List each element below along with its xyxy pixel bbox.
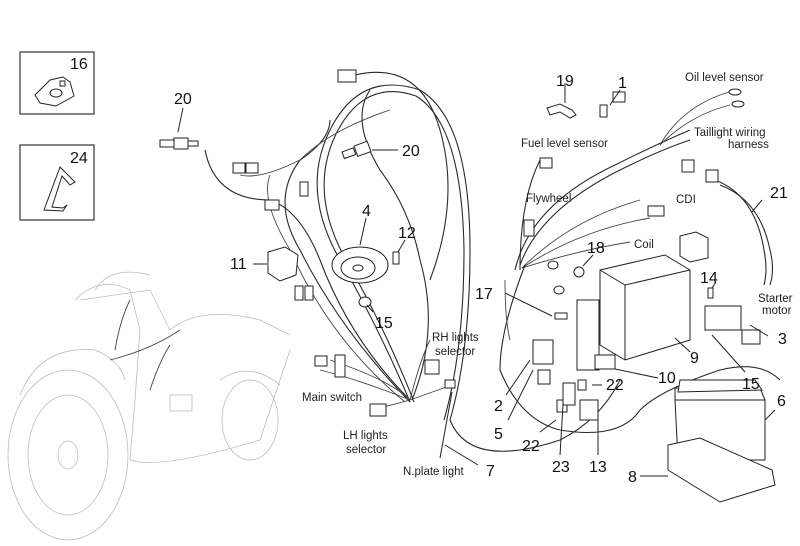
leader-lines	[177, 83, 776, 477]
label-oil-level-sensor: Oil level sensor	[685, 72, 764, 84]
part-4-horn	[331, 246, 389, 284]
cable-clip-icon	[43, 166, 76, 212]
part-number-8: 8	[628, 469, 637, 486]
part-number-10: 10	[658, 370, 676, 387]
part-17-screw	[554, 312, 568, 320]
part-11-relay	[267, 246, 299, 282]
part-3-regulator	[704, 305, 761, 345]
part-number-15: 15	[742, 376, 760, 393]
part-1-switch	[599, 104, 608, 118]
part-number-20: 20	[174, 91, 192, 108]
part-19-bracket	[546, 103, 577, 119]
part-18-nut	[573, 266, 585, 278]
part-14-screw	[707, 287, 714, 299]
label-taillight-wiring: Taillight wiring	[694, 127, 766, 139]
part-22-fuse-b	[577, 379, 587, 391]
label-lh-selector: selector	[346, 444, 386, 456]
part-number-3: 3	[778, 331, 787, 348]
part-number-2: 2	[494, 398, 503, 415]
part-number-5: 5	[494, 426, 503, 443]
inset-part-16[interactable]: 16	[19, 51, 95, 115]
part-number-19: 19	[556, 73, 574, 90]
part-number-13: 13	[589, 459, 607, 476]
part-number-23: 23	[552, 459, 570, 476]
part-8-battery-tray	[667, 437, 776, 503]
part-number-24: 24	[70, 150, 88, 167]
part-2-relay	[532, 339, 554, 365]
part-number-22: 22	[606, 377, 624, 394]
scooter-outline	[7, 271, 291, 541]
label-starter: Starter	[758, 293, 793, 305]
part-10-coil	[576, 299, 616, 371]
part-number-4: 4	[362, 203, 371, 220]
part-13-relay	[579, 399, 599, 421]
starter-relay	[679, 231, 709, 263]
part-5-connector	[537, 369, 551, 385]
inset-part-24[interactable]: 24	[19, 144, 95, 221]
label-main-switch: Main switch	[302, 392, 362, 404]
part-15-nut	[358, 296, 372, 308]
label-rh-selector: selector	[435, 346, 475, 358]
part-9-cdi-unit	[599, 254, 691, 361]
part-number-22: 22	[522, 438, 540, 455]
part-23-fuse-holder	[562, 382, 576, 406]
part-20-sensor-left	[159, 137, 199, 150]
part-number-7: 7	[486, 463, 495, 480]
label-lh-lights: LH lights	[343, 430, 388, 442]
part-number-11: 11	[230, 256, 247, 273]
part-number-18: 18	[587, 240, 605, 257]
part-number-20: 20	[402, 143, 420, 160]
label-coil: Coil	[634, 239, 654, 251]
label-nplate-light: N.plate light	[403, 466, 465, 478]
part-number-1: 1	[618, 75, 627, 92]
label-cdi: CDI	[676, 194, 696, 206]
part-number-17: 17	[475, 286, 493, 303]
part-number-15: 15	[375, 315, 393, 332]
part-number-12: 12	[398, 225, 416, 242]
label-rh-lights: RH lights	[432, 332, 479, 344]
part-number-9: 9	[690, 350, 699, 367]
part-number-14: 14	[700, 270, 718, 287]
connectors	[232, 69, 745, 417]
label-flywheel: Flywheel	[526, 193, 571, 205]
part-number-21: 21	[770, 185, 788, 202]
label-motor: motor	[762, 305, 792, 317]
part-12-screw	[392, 251, 400, 265]
label-taillight-harness: harness	[728, 139, 769, 151]
part-22-fuse-a	[556, 399, 568, 413]
label-fuel-level-sensor: Fuel level sensor	[521, 138, 608, 150]
part-number-16: 16	[70, 56, 88, 73]
part-20-sensor-right	[341, 140, 372, 160]
part-number-6: 6	[777, 393, 786, 410]
